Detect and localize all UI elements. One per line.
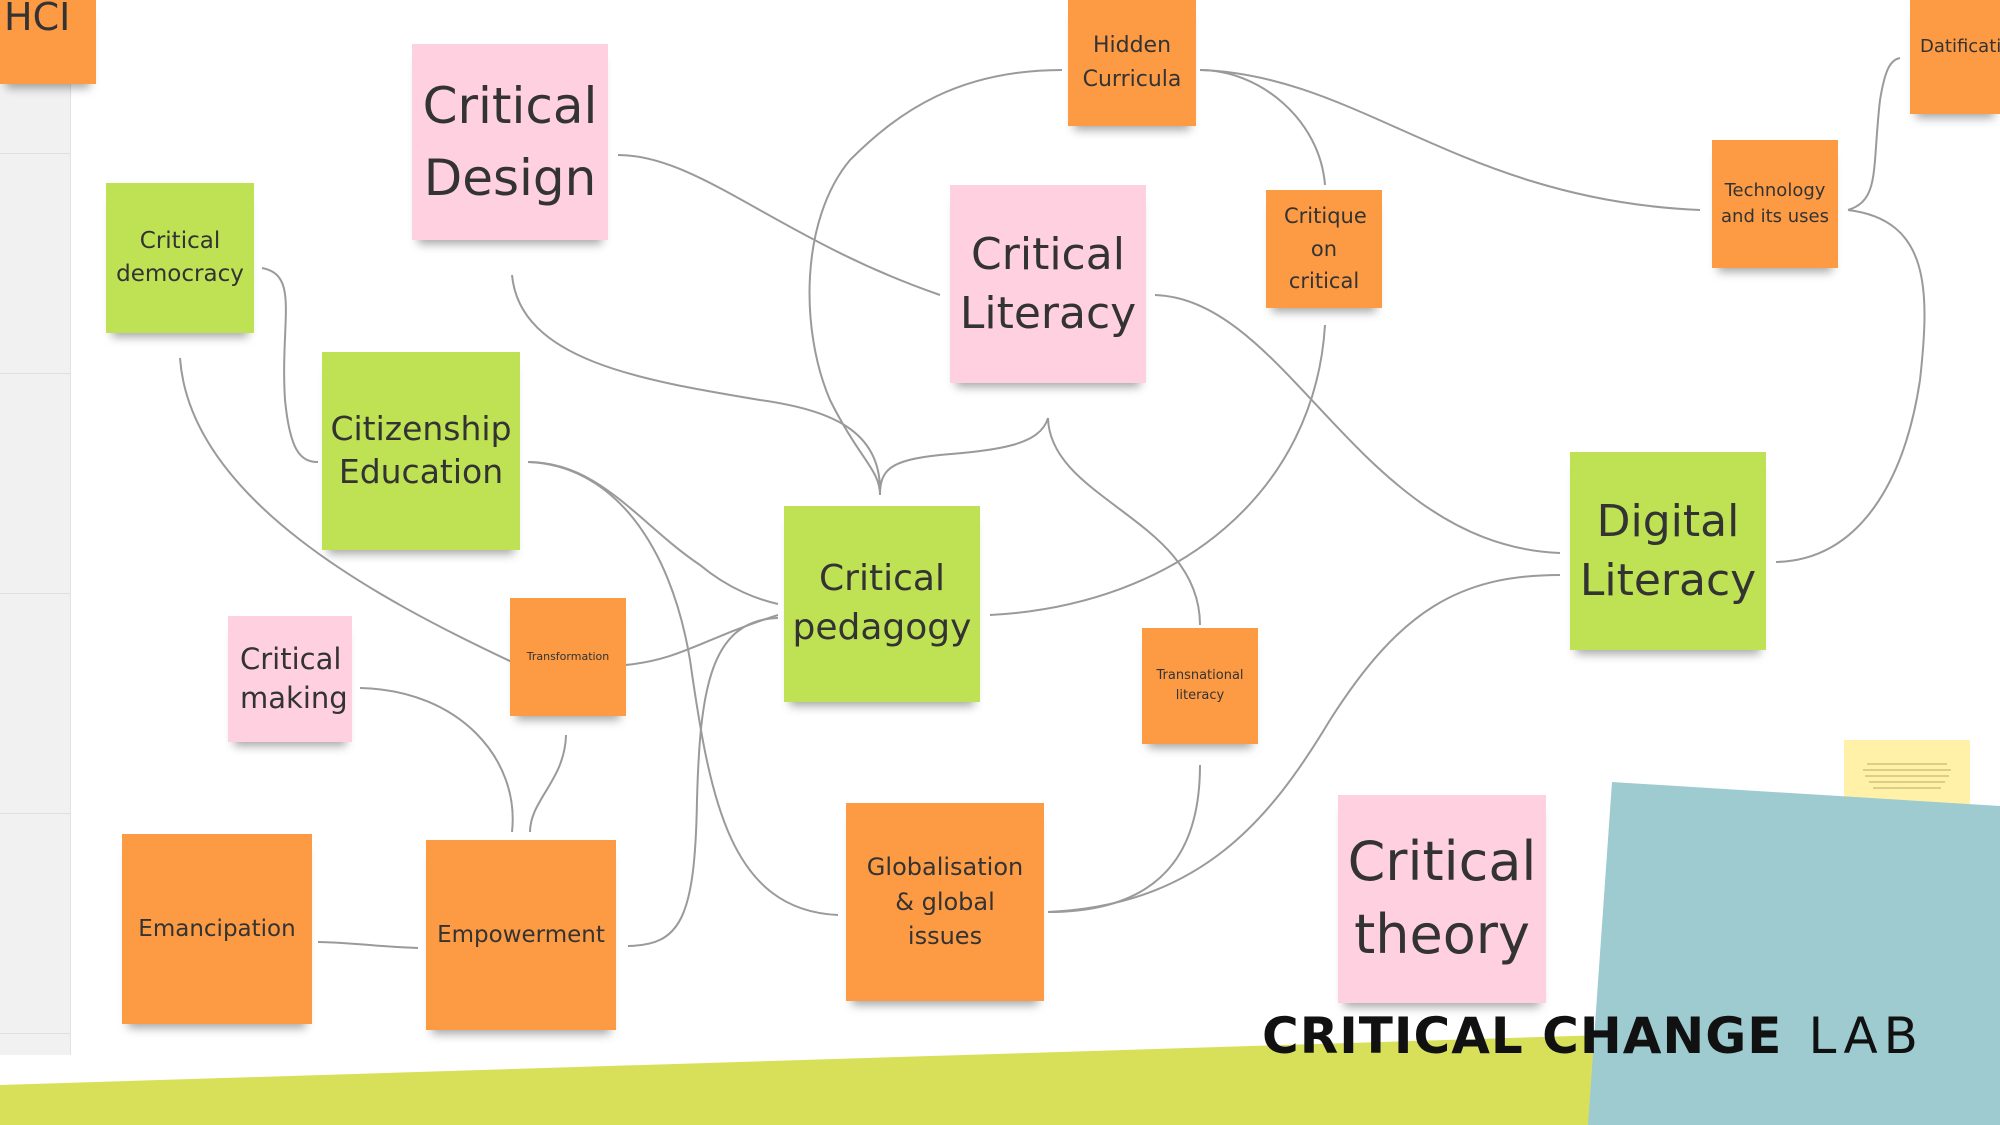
connector-hidden-pedagogy bbox=[808, 69, 1063, 496]
connector-making-empowerment bbox=[359, 687, 514, 833]
connector-hidden-technology bbox=[1199, 69, 1701, 211]
sticky-note-critical-democracy[interactable]: Critical democracy bbox=[106, 183, 254, 333]
connector-technology-digital bbox=[1775, 209, 1926, 563]
sticky-note-emancipation[interactable]: Emancipation bbox=[122, 834, 312, 1024]
sticky-note-critical-pedagogy[interactable]: Critical pedagogy bbox=[784, 506, 980, 702]
logo-wordmark: CRITICAL CHANGE bbox=[1262, 1007, 1783, 1065]
sticky-note-citizenship-education[interactable]: Citizenship Education bbox=[322, 352, 520, 550]
note-label: HCI bbox=[4, 0, 71, 39]
sticky-note-datification[interactable]: Datificati bbox=[1910, 0, 2000, 114]
note-label: Critical making bbox=[240, 641, 348, 715]
sticky-note-empowerment[interactable]: Empowerment bbox=[426, 840, 616, 1030]
note-label: Critical democracy bbox=[116, 227, 244, 287]
panel-divider bbox=[0, 813, 70, 814]
sticky-note-transnational-literacy[interactable]: Transnational literacy bbox=[1142, 628, 1258, 744]
sticky-note-critical-literacy[interactable]: Critical Literacy bbox=[950, 185, 1146, 383]
panel-divider bbox=[0, 1033, 70, 1034]
connector-critique-pedagogy bbox=[989, 324, 1326, 616]
note-label: Critical Literacy bbox=[959, 228, 1137, 339]
note-label: Transnational literacy bbox=[1156, 667, 1244, 703]
critical-change-lab-logo[interactable]: CRITICAL CHANGE LAB bbox=[1262, 1006, 1924, 1066]
note-label: Citizenship Education bbox=[330, 409, 512, 491]
note-label: Critical theory bbox=[1347, 830, 1537, 966]
connector-democracy-transformation bbox=[179, 357, 513, 663]
sticky-note-hci[interactable]: HCI bbox=[0, 0, 96, 84]
tiny-text-lines bbox=[1863, 763, 1951, 789]
blue-band bbox=[1588, 782, 2000, 1125]
sticky-note-hidden-curricula[interactable]: Hidden Curricula bbox=[1068, 0, 1196, 126]
connector-democracy-citizenship bbox=[261, 267, 319, 463]
sticky-note-critical-making[interactable]: Critical making bbox=[228, 616, 352, 742]
note-label: Hidden Curricula bbox=[1082, 32, 1182, 92]
sticky-note-transformation[interactable]: Transformation bbox=[510, 598, 626, 716]
panel-divider bbox=[0, 593, 70, 594]
connector-literacy-digital bbox=[1154, 294, 1561, 554]
note-label: Empowerment bbox=[437, 921, 605, 948]
green-band bbox=[0, 1035, 1605, 1125]
connector-pedagogy-empowerment bbox=[627, 617, 779, 947]
sticky-note-globalisation-global-issues[interactable]: Globalisation & global issues bbox=[846, 803, 1044, 1001]
connector-design-pedagogy bbox=[511, 274, 881, 491]
note-label: Transformation bbox=[526, 650, 610, 664]
panel-divider bbox=[0, 373, 70, 374]
note-label: Globalisation & global issues bbox=[866, 852, 1024, 951]
note-label: Critical pedagogy bbox=[792, 558, 972, 648]
logo-lab: LAB bbox=[1808, 1007, 1924, 1065]
sticky-note-digital-literacy[interactable]: Digital Literacy bbox=[1570, 452, 1766, 650]
sticky-note-critical-theory[interactable]: Critical theory bbox=[1338, 795, 1546, 1003]
note-label: Emancipation bbox=[138, 915, 296, 942]
sticky-note-critique-on-critical[interactable]: Critique on critical bbox=[1266, 190, 1382, 308]
note-label: Critical Design bbox=[422, 76, 598, 208]
sticky-note-technology-and-its-uses[interactable]: Technology and its uses bbox=[1712, 140, 1838, 268]
connector-transformation-empowerment bbox=[529, 734, 567, 833]
connector-technology-datification bbox=[1847, 57, 1901, 211]
note-label: Technology and its uses bbox=[1721, 179, 1829, 227]
connector-literacy-transnational bbox=[1047, 417, 1201, 626]
note-label: Digital Literacy bbox=[1579, 495, 1757, 606]
note-label: Datificati bbox=[1920, 35, 2000, 57]
panel-divider bbox=[0, 153, 70, 154]
connector-emancipation-empowerment bbox=[317, 941, 419, 949]
sticky-note-critical-design[interactable]: Critical Design bbox=[412, 44, 608, 240]
connector-citizenship-globalisation bbox=[527, 461, 839, 916]
note-label: Critique on critical bbox=[1284, 204, 1367, 294]
side-panel bbox=[0, 0, 71, 1055]
connector-literacy-pedagogy bbox=[879, 417, 1049, 496]
connector-design-literacy bbox=[617, 154, 941, 296]
connector-globalisation-digital bbox=[1047, 574, 1561, 913]
